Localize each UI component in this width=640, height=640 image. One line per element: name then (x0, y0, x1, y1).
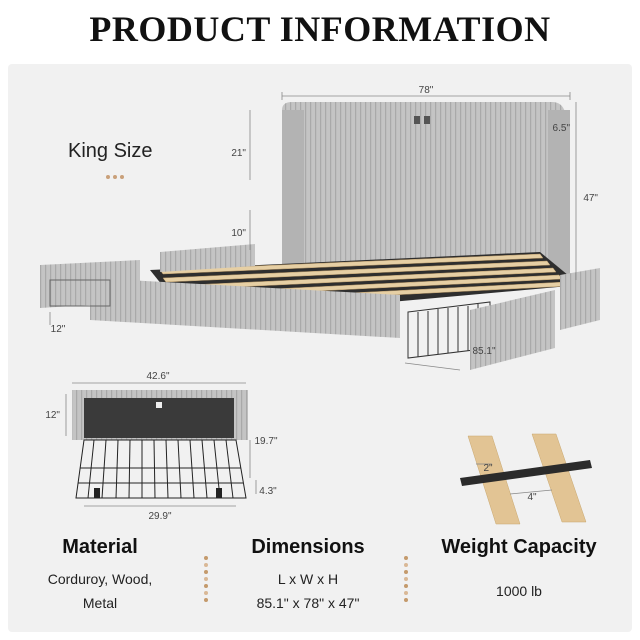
drawer-panel-right-end (560, 268, 600, 330)
spec-material-line1: Corduroy, Wood, (47, 571, 153, 587)
spec-material: Material Corduroy, Wood, Metal (30, 536, 170, 615)
dim-basket-height: 4.3" (259, 486, 277, 497)
usb-port (424, 116, 430, 124)
slat-right (531, 433, 587, 523)
spec-weight-heading: Weight Capacity (441, 536, 597, 558)
separator-dots-icon (403, 556, 409, 605)
dim-side-height: 12" (51, 324, 66, 335)
dim-slat-width: 2" (483, 463, 493, 474)
headboard-wing-right (548, 110, 570, 280)
usb-port (414, 116, 420, 124)
bed-illustration: 78" 6.5" 21" 47" 10" 12" 85.1" (40, 85, 600, 371)
metal-rail (460, 460, 592, 486)
separator-dots-icon (203, 556, 209, 605)
spec-material-line2: Metal (82, 595, 118, 611)
headboard-wing-left (282, 110, 304, 280)
spec-dimensions-line1: L x W x H (277, 571, 339, 587)
drawer-illustration: 42.6" 12" 19.7" 4.3" 29.9" (45, 371, 278, 522)
dim-basket-width: 29.9" (148, 511, 171, 522)
spec-material-heading: Material (62, 536, 138, 558)
dim-slat-gap: 4" (527, 492, 537, 503)
dim-headboard-depth: 6.5" (553, 123, 571, 134)
dim-drawer-height: 12" (45, 410, 60, 421)
size-label: King Size (68, 140, 153, 162)
headboard (282, 102, 570, 280)
drawer-panel-right-front (470, 290, 555, 370)
spec-dimensions-line2: 85.1" x 78" x 47" (256, 595, 360, 611)
page-title: PRODUCT INFORMATION (89, 9, 551, 49)
spec-weight-line1: 1000 lb (496, 583, 542, 599)
dim-total-height: 47" (583, 193, 598, 204)
spec-dimensions: Dimensions L x W x H 85.1" x 78" x 47" (226, 536, 390, 615)
dim-clearance: 10" (231, 228, 246, 239)
dim-headboard-above: 21" (231, 148, 246, 159)
spec-dimensions-heading: Dimensions (251, 536, 365, 558)
dim-drawer-depth: 19.7" (254, 436, 277, 447)
slat-illustration: 2" 4" (460, 433, 592, 525)
dim-width: 78" (419, 85, 434, 96)
accent-dots-icon (106, 166, 127, 184)
dim-length: 85.1" (472, 346, 495, 357)
dim-drawer-width: 42.6" (146, 371, 169, 382)
drawer-panel-left (40, 260, 140, 308)
drawer-panel-rear (160, 244, 255, 272)
side-rail-front (90, 278, 400, 338)
spec-weight: Weight Capacity 1000 lb (426, 536, 612, 603)
